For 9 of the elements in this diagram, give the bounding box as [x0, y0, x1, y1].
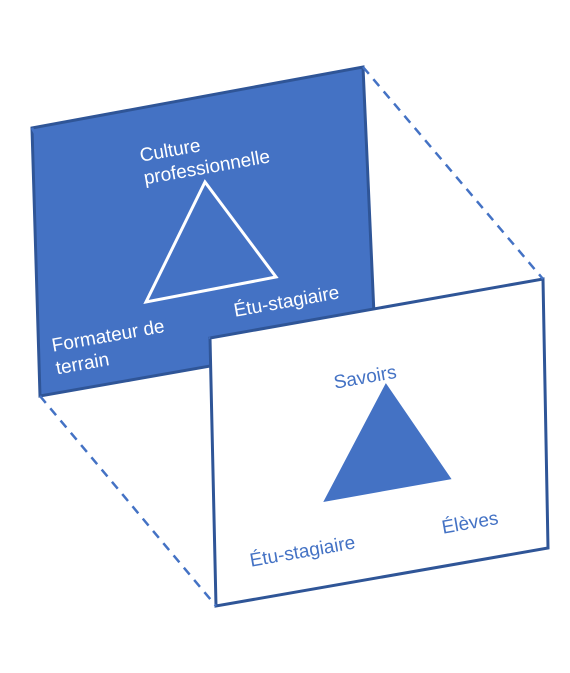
vertex-label: Formateur de terrain	[50, 315, 168, 380]
dashed-line	[362, 66, 544, 280]
vertex-label: Étu-stagiaire	[232, 281, 342, 323]
dashed-line	[30, 127, 210, 340]
vertex-label: Étu-stagiaire	[248, 531, 358, 573]
vertex-label: Élèves	[440, 507, 501, 540]
plane-panel	[208, 277, 550, 608]
dashed-line	[39, 395, 217, 607]
vertex-label: Savoirs	[332, 360, 400, 395]
